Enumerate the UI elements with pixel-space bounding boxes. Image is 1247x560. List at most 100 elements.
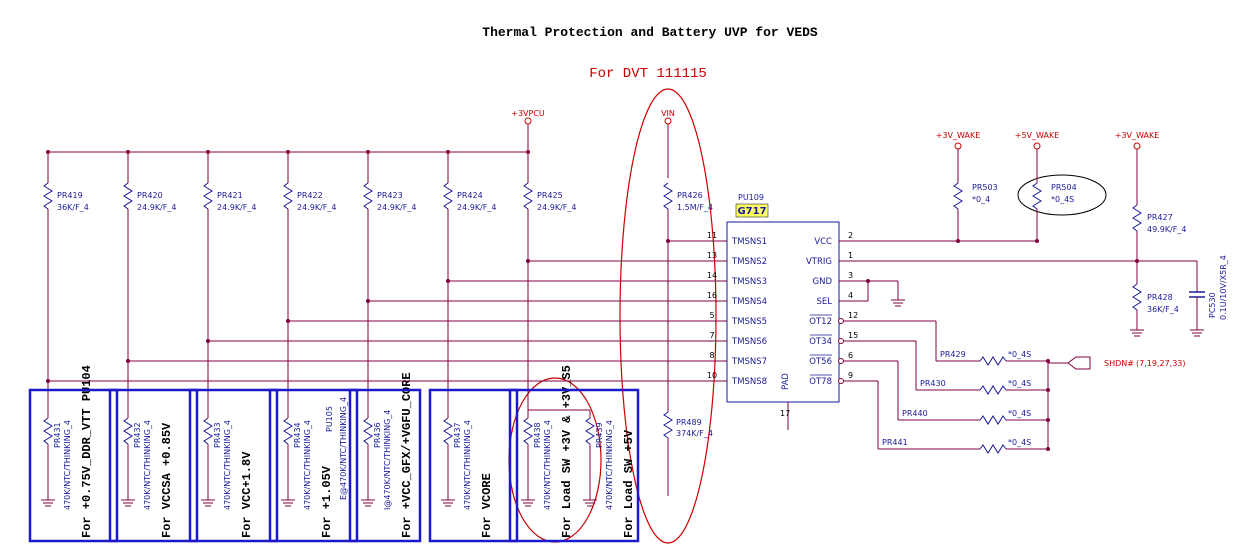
svg-text:470K/NTC/THINKING_4: 470K/NTC/THINKING_4 — [63, 420, 72, 510]
ic-ref: PU109 — [738, 193, 764, 202]
svg-text:36K/F_4: 36K/F_4 — [1147, 305, 1179, 314]
svg-text:9: 9 — [848, 371, 853, 380]
svg-text:7: 7 — [709, 331, 714, 340]
svg-text:For VCC+1.8V: For VCC+1.8V — [240, 451, 254, 538]
svg-text:TMSNS8: TMSNS8 — [731, 377, 767, 387]
pullup-pr426: PR426 1.5M/F_4 — [663, 182, 713, 242]
svg-text:+5V_WAKE: +5V_WAKE — [1015, 131, 1060, 140]
svg-text:PR433: PR433 — [213, 422, 222, 448]
svg-text:1: 1 — [848, 251, 853, 260]
svg-text:6: 6 — [848, 351, 853, 360]
svg-text:374K/F_4: 374K/F_4 — [676, 429, 713, 438]
svg-text:GND: GND — [813, 277, 833, 287]
svg-text:PR424: PR424 — [457, 191, 483, 200]
svg-text:TMSNS5: TMSNS5 — [731, 317, 767, 327]
svg-text:VTRIG: VTRIG — [806, 257, 832, 267]
svg-text:TMSNS3: TMSNS3 — [731, 277, 767, 287]
svg-text:PR436: PR436 — [373, 422, 382, 448]
pullup-pr420: PR420 24.9K/F_4 — [123, 150, 176, 410]
svg-text:TMSNS4: TMSNS4 — [731, 297, 767, 307]
svg-text:For VCCSA +0.85V: For VCCSA +0.85V — [160, 422, 174, 538]
svg-text:PU105: PU105 — [325, 406, 334, 432]
svg-text:+3V_WAKE: +3V_WAKE — [1115, 131, 1160, 140]
vpcu-terminal — [524, 117, 532, 125]
svg-text:5: 5 — [709, 311, 714, 320]
thermistor-box-2 — [108, 388, 199, 543]
svg-text:470K/NTC/THINKING_4: 470K/NTC/THINKING_4 — [605, 420, 614, 510]
svg-text:OT34: OT34 — [809, 337, 832, 347]
svg-text:TMSNS6: TMSNS6 — [731, 337, 767, 347]
svg-text:*0_4: *0_4 — [972, 195, 990, 204]
svg-text:PR422: PR422 — [297, 191, 323, 200]
load-sw-highlight-ellipse — [508, 377, 602, 543]
svg-text:24.9K/F_4: 24.9K/F_4 — [217, 203, 256, 212]
svg-text:PR434: PR434 — [293, 422, 302, 448]
revision-note: For DVT 111115 — [589, 66, 707, 82]
svg-text:24.9K/F_4: 24.9K/F_4 — [537, 203, 576, 212]
svg-text:PR426: PR426 — [677, 191, 703, 200]
ic-pad-pin: 17 — [780, 409, 790, 418]
svg-text:TMSNS2: TMSNS2 — [731, 257, 767, 267]
ic-g717-body — [726, 221, 840, 403]
svg-text:10: 10 — [707, 371, 717, 380]
svg-text:PR437: PR437 — [453, 422, 462, 448]
svg-text:For +VCC_GFX/+VGFU_CORE: For +VCC_GFX/+VGFU_CORE — [400, 372, 414, 538]
thermistor-box-4 — [268, 388, 359, 543]
pullup-pr425: PR425 24.9K/F_4 — [523, 150, 576, 410]
svg-text:13: 13 — [707, 251, 717, 260]
ic-pins: 11TMSNS113TMSNS214TMSNS316TMSNS45TMSNS57… — [707, 231, 862, 387]
svg-text:PR429: PR429 — [940, 350, 966, 359]
svg-text:PR431: PR431 — [53, 422, 62, 448]
shdn-label: SHDN# — [1104, 359, 1134, 368]
svg-text:PR421: PR421 — [217, 191, 243, 200]
svg-text:470K/NTC/THINKING_4: 470K/NTC/THINKING_4 — [543, 420, 552, 510]
svg-text:OT78: OT78 — [809, 377, 832, 387]
svg-text:24.9K/F_4: 24.9K/F_4 — [377, 203, 416, 212]
svg-text:*0_4S: *0_4S — [1008, 379, 1031, 388]
svg-text:24.9K/F_4: 24.9K/F_4 — [457, 203, 496, 212]
vin-terminal — [664, 117, 672, 125]
svg-text:470K/NTC/THINKING_4: 470K/NTC/THINKING_4 — [143, 420, 152, 510]
svg-text:PR423: PR423 — [377, 191, 403, 200]
vpcu-label: +3VPCU — [511, 109, 545, 118]
svg-text:PC530: PC530 — [1208, 292, 1217, 318]
svg-text:PR441: PR441 — [882, 438, 908, 447]
thermistor-box-1 — [28, 388, 119, 543]
svg-text:2: 2 — [848, 231, 853, 240]
vin-highlight-ellipse — [619, 88, 717, 544]
pr504-highlight-ellipse — [1017, 174, 1107, 216]
svg-text:TMSNS7: TMSNS7 — [731, 357, 767, 367]
svg-text:For Load SW +3V & +3V_S5: For Load SW +3V & +3V_S5 — [560, 365, 574, 538]
svg-text:PR427: PR427 — [1147, 213, 1173, 222]
svg-text:+3V_WAKE: +3V_WAKE — [936, 131, 981, 140]
svg-text:OT12: OT12 — [809, 317, 832, 327]
ic-part: G717 — [737, 206, 766, 217]
pullup-pr423: PR423 24.9K/F_4 — [363, 150, 416, 410]
svg-text:PR503: PR503 — [972, 183, 998, 192]
svg-text:PR438: PR438 — [533, 422, 542, 448]
thermistor-box-5 — [348, 388, 422, 543]
pullup-resistors: PR41936K/F_4PR42024.9K/F_4PR42124.9K/F_4… — [43, 150, 713, 410]
shdn-refs: (7,19,27,33) — [1136, 359, 1186, 368]
svg-text:PR425: PR425 — [537, 191, 563, 200]
thermistor-box-7 — [508, 388, 640, 543]
svg-text:14: 14 — [707, 271, 717, 280]
svg-text:470K/NTC/THINKING_4: 470K/NTC/THINKING_4 — [463, 420, 472, 510]
svg-text:49.9K/F_4: 49.9K/F_4 — [1147, 225, 1186, 234]
svg-text:PR420: PR420 — [137, 191, 163, 200]
svg-text:E@470K/NTC/THINKING_4: E@470K/NTC/THINKING_4 — [339, 397, 348, 500]
svg-text:For +0.75V_DDR_VTT PU104: For +0.75V_DDR_VTT PU104 — [80, 365, 94, 538]
svg-text:PR419: PR419 — [57, 191, 83, 200]
right-side-circuit: +3V_WAKEPR503*0_4+5V_WAKEPR504*0_4S+3V_W… — [862, 131, 1228, 454]
shdn-port — [1067, 356, 1091, 370]
ic-part-highlight — [735, 203, 769, 218]
svg-text:24.9K/F_4: 24.9K/F_4 — [137, 203, 176, 212]
svg-text:1.5M/F_4: 1.5M/F_4 — [677, 203, 713, 212]
svg-text:*0_4S: *0_4S — [1008, 350, 1031, 359]
